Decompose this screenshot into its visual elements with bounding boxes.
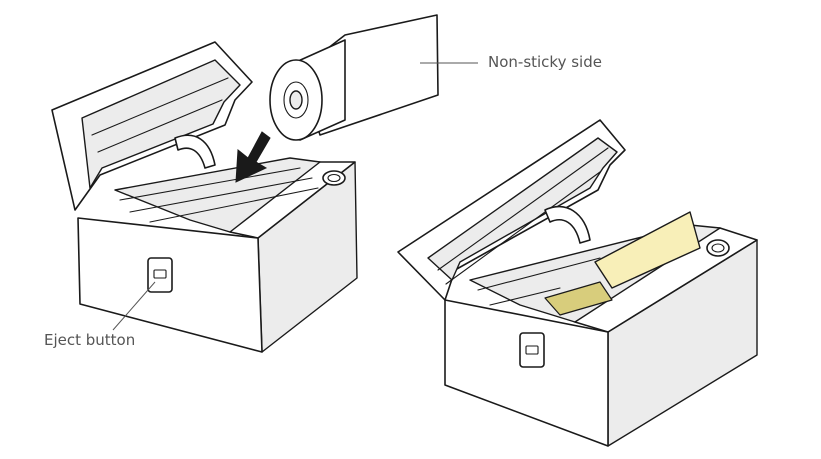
eject-button-left[interactable] — [147, 257, 173, 293]
printer-right-top-button-inner — [711, 243, 725, 253]
eject-button-right-slot — [525, 345, 539, 355]
printer-left-lid-ridge — [91, 77, 229, 136]
eject-button-left-slot — [153, 269, 167, 279]
printer-right-lid-ridge — [437, 147, 609, 271]
printer-right-body-front — [444, 299, 609, 447]
printer-left-roller-line-1 — [119, 167, 301, 201]
printer-left-top-button-inner — [327, 173, 341, 183]
insert-arrow — [235, 131, 271, 183]
printer-right-lid-ridge-2 — [445, 171, 601, 285]
eject-button-leader — [112, 281, 156, 331]
paper-roll-core-outer — [283, 81, 309, 119]
eject-button-label: Eject button — [44, 331, 135, 349]
printer-left-lid-inner — [81, 59, 241, 189]
printer-left-hinge-arm — [174, 134, 216, 169]
paper-roll-core-inner — [289, 90, 303, 110]
printer-right-roller-line-1 — [477, 257, 601, 291]
non-sticky-side-label: Non-sticky side — [488, 53, 602, 71]
printer-left-roller-line-3 — [149, 187, 319, 223]
printer-left-lid-ridge-2 — [97, 99, 223, 153]
eject-button-right[interactable] — [519, 332, 545, 368]
printer-right-top-button — [706, 239, 730, 257]
printer-right — [397, 119, 758, 447]
printer-right-roller-line-2 — [489, 287, 561, 306]
printer-left-top-button — [322, 170, 346, 186]
printer-left — [51, 41, 358, 353]
paper-roll — [269, 14, 439, 141]
printer-left-roller-line-2 — [129, 177, 313, 213]
printer-right-loaded-roll — [544, 281, 613, 316]
printer-right-hinge-arm — [544, 205, 591, 244]
printer-right-paper-sheet — [594, 211, 701, 289]
